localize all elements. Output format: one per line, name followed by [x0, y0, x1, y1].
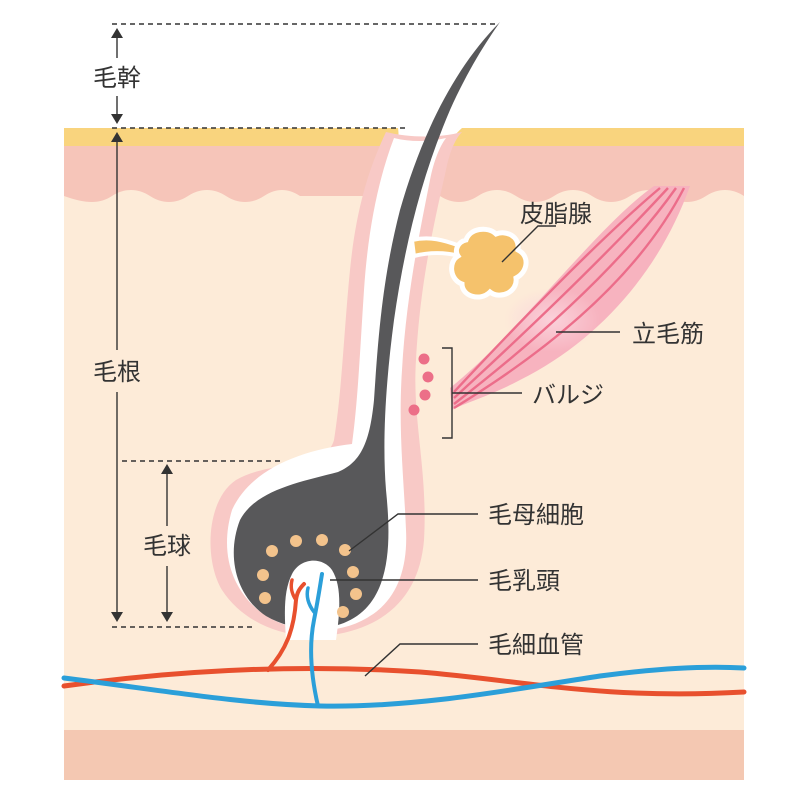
bulb-arrow-up-head	[161, 464, 173, 474]
matrix-dot	[347, 566, 359, 578]
sebaceous-leader	[501, 225, 556, 263]
vein-main	[61, 664, 747, 709]
matrix-dot	[339, 544, 351, 556]
bulge-dot	[422, 371, 434, 383]
labels: 毛幹 毛根 毛球 皮脂腺 立毛筋 バルジ 毛母細胞 毛乳頭 毛細血管	[93, 64, 704, 659]
label-hair-shaft: 毛幹	[93, 64, 141, 92]
bulb-arrow-down-head	[161, 612, 173, 622]
sebaceous-gland	[409, 226, 529, 300]
label-sebaceous-gland: 皮脂腺	[520, 200, 592, 228]
arrector-pili-muscle	[450, 186, 690, 410]
matrix-dot	[350, 588, 362, 600]
matrix-dot	[290, 535, 302, 547]
gland-body	[449, 226, 529, 300]
root-arrow-down-head	[111, 612, 123, 622]
hair-shaft-strand	[233, 22, 500, 629]
label-capillary: 毛細血管	[488, 631, 584, 659]
matrix-dot	[259, 592, 271, 604]
bulge-dot	[408, 404, 420, 416]
bulge-dot	[419, 389, 431, 401]
label-matrix-cells: 毛母細胞	[488, 501, 584, 529]
matrix-cell-dots	[257, 534, 362, 618]
bulge-dots	[408, 353, 434, 416]
matrix-dot	[257, 569, 269, 581]
subcutis-layer	[64, 730, 744, 780]
muscle-highlight	[504, 288, 600, 352]
shaft-arrow-up-head	[111, 28, 123, 38]
vein-branch	[309, 572, 324, 708]
leader-lines	[330, 225, 620, 677]
dermal-papilla	[284, 560, 340, 640]
artery-branch-small	[289, 578, 298, 602]
blood-vessels	[61, 572, 747, 709]
label-hair-bulb: 毛球	[143, 532, 191, 560]
matrix-dot	[266, 545, 278, 557]
muscle-fiber	[453, 187, 677, 405]
matrix-dot	[316, 534, 328, 546]
matrix-leader	[348, 513, 478, 552]
root-arrow-up-head	[111, 132, 123, 142]
muscle-fiber	[453, 187, 686, 410]
label-arrector-pili: 立毛筋	[632, 320, 704, 348]
dimension-guides	[111, 23, 498, 628]
label-hair-root: 毛根	[93, 358, 141, 386]
muscle-fiber	[453, 187, 669, 399]
label-bulge: バルジ	[532, 381, 604, 409]
capillary-leader	[364, 643, 478, 677]
vein-branch-small	[305, 586, 316, 614]
label-dermal-papilla: 毛乳頭	[488, 567, 560, 595]
matrix-dot	[337, 606, 349, 618]
shaft-arrow-down-head	[111, 114, 123, 124]
bulge-dot	[418, 353, 430, 365]
artery-main	[61, 665, 747, 697]
muscle-fiber	[453, 187, 661, 393]
